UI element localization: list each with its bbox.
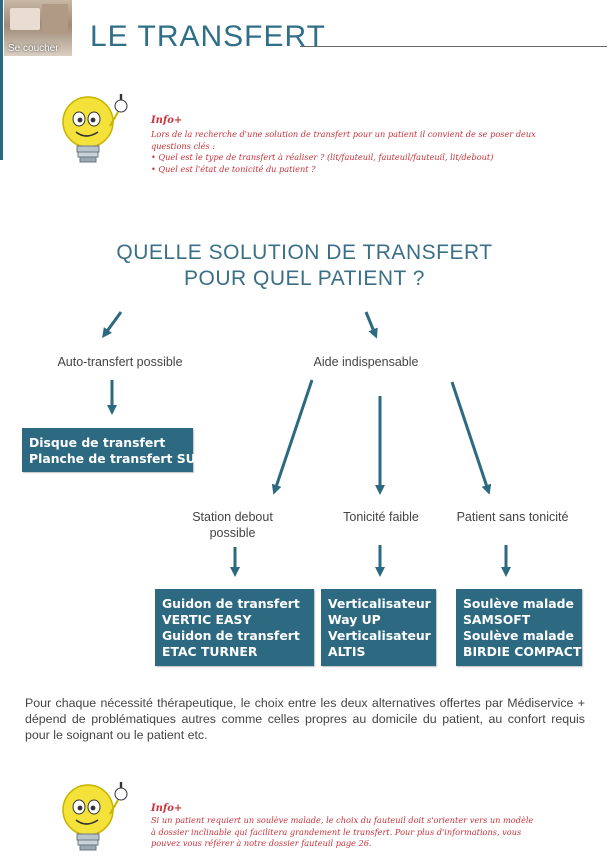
box-line: Verticalisateur [328,628,431,643]
info-text: Si un patient requiert un soulève malade… [151,815,561,850]
page-title: LE TRANSFERT [90,20,326,53]
branch-label-station: Station debout possible [170,509,295,541]
info-line: • Quel est l'état de tonicité du patient… [151,163,316,174]
box-line: Guidon de transfert [162,596,300,611]
aide-indispensable-label: Aide indispensable [313,355,419,369]
info-title: Info+ [151,115,183,126]
branch-label-line: possible [209,526,256,540]
headline-line: POUR QUEL PATIENT ? [184,267,425,290]
box-line: Verticalisateur [328,596,431,611]
info-line: Si un patient requiert un soulève malade… [151,815,534,825]
arrow-auto [102,311,123,339]
branch-label-tonicite: Tonicité faible [325,509,437,525]
box-line: BIRDIE COMPACT [463,644,582,659]
thumbnail-label: Se coucher [8,43,59,54]
box-line: Soulève malade [463,596,574,611]
box-line: SAMSOFT [463,612,531,627]
box-line: VERTIC EASY [162,612,252,627]
headline-line: QUELLE SOLUTION DE TRANSFERT [116,241,493,264]
info-title: Info+ [151,803,183,814]
info-line: à dossier inclinable qui facilitera gran… [151,826,522,837]
branch-label-line: Patient sans tonicité [456,510,569,524]
auto-solution-box: Disque de transfert Planche de transfert… [22,428,214,472]
lightbulb-mascot-icon [62,94,128,163]
box-line: Planche de transfert SURF [29,451,214,466]
info-line: • Quel est le type de transfert à réalis… [151,152,494,162]
solution-box-tonicite: Verticalisateur Way UP Verticalisateur A… [321,589,436,666]
info-text: Lors de la recherche d'une solution de t… [151,129,551,175]
arrow-aide [364,311,378,339]
box-line: Way UP [328,612,381,627]
info-line: pouvez vous référer à notre dossier faut… [151,838,372,848]
info-line: questions clés : [151,140,216,151]
lightbulb-mascot-icon [62,782,128,851]
box-line: Disque de transfert [29,435,166,450]
branch-label-line: Station debout [192,510,273,524]
solution-box-station: Guidon de transfert VERTIC EASY Guidon d… [155,589,314,666]
box-line: Soulève malade [463,628,574,643]
branch-label-sans-tonicite: Patient sans tonicité [445,509,580,525]
section-headline: QUELLE SOLUTION DE TRANSFERT POUR QUEL P… [0,240,609,292]
branch-label-line: Tonicité faible [343,510,419,524]
arrow-sans-tonicite [450,381,492,495]
title-divider [300,46,607,47]
auto-transfert-label: Auto-transfert possible [57,355,183,369]
box-line: Guidon de transfert [162,628,300,643]
left-accent-bar [0,0,3,160]
body-paragraph: Pour chaque nécessité thérapeutique, le … [25,696,585,742]
info-line: Lors de la recherche d'une solution de t… [151,129,536,139]
arrow-station [271,379,314,495]
thumbnail-decor [42,4,68,34]
box-line: ETAC TURNER [162,644,258,659]
box-line: ALTIS [328,644,366,659]
thumbnail-decor [10,8,40,30]
section-thumbnail: Se coucher [4,0,72,56]
solution-box-sans-tonicite: Soulève malade SAMSOFT Soulève malade BI… [456,589,582,666]
